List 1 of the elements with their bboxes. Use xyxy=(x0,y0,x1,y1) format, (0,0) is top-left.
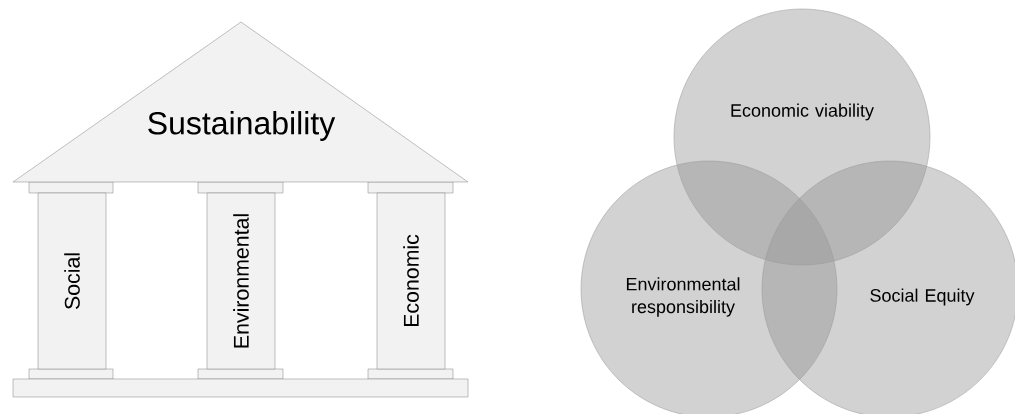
node-label: Social Equity xyxy=(870,288,975,306)
